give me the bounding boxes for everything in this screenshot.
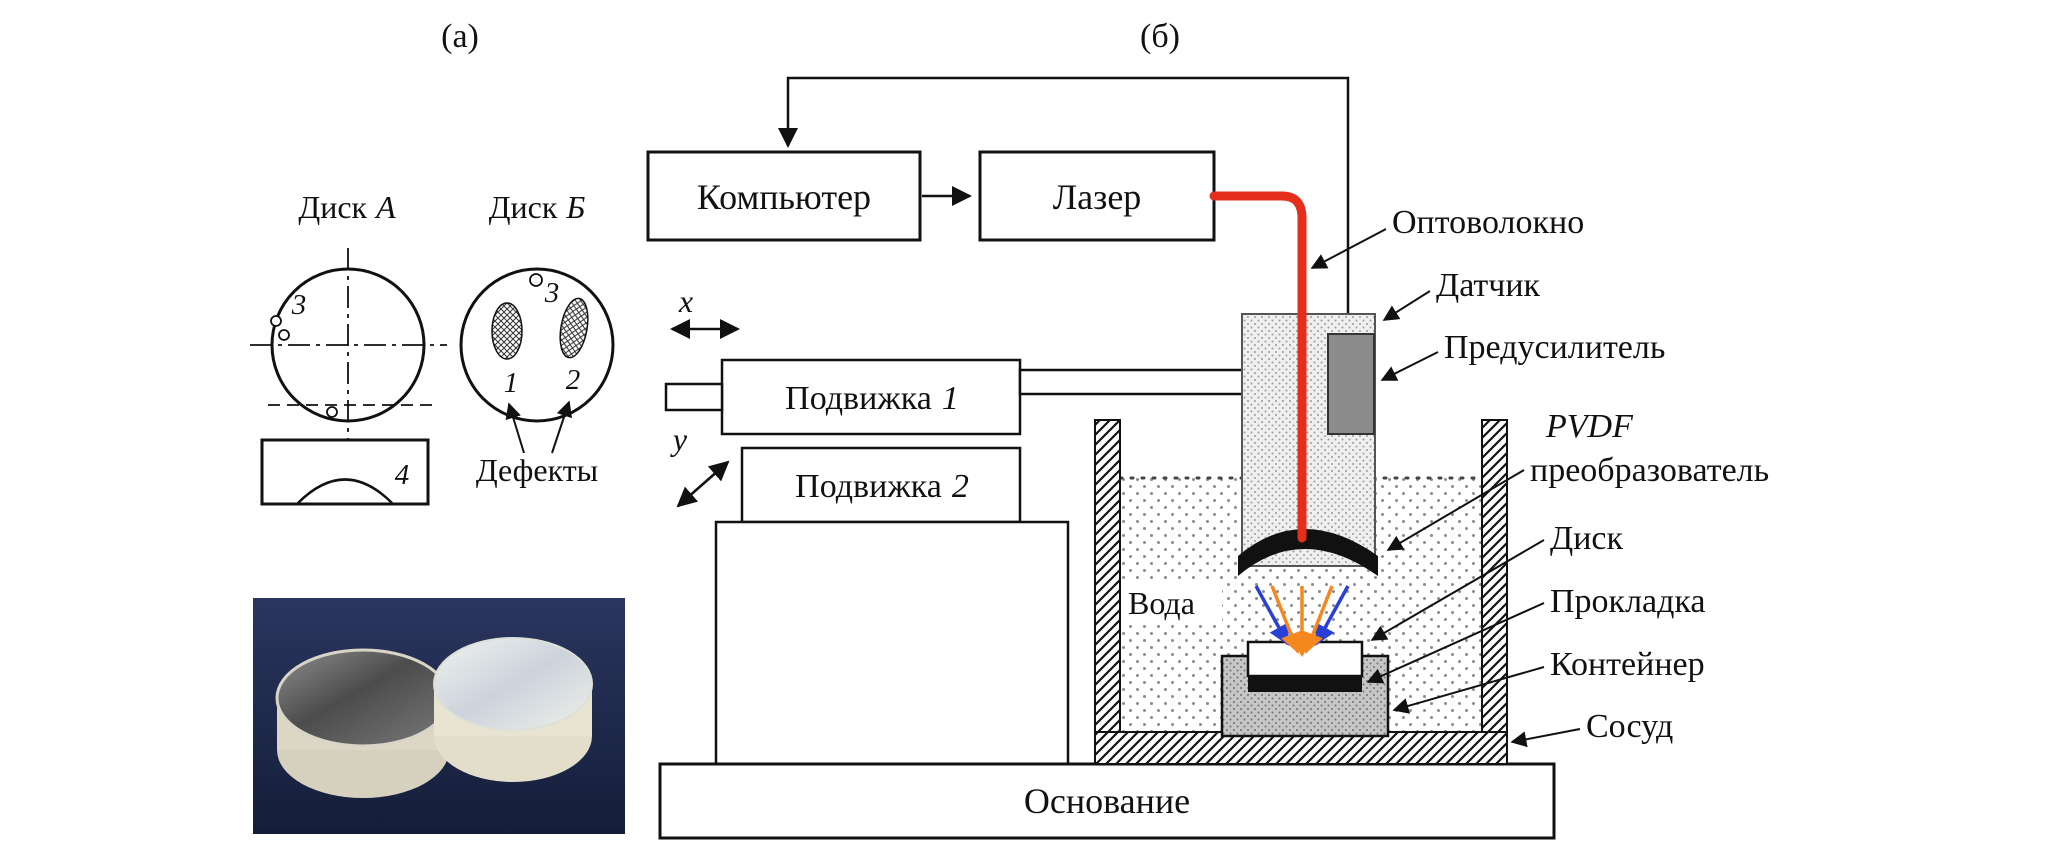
- stage2-label-word: Подвижка: [795, 468, 942, 505]
- disk-b-defect-1: [491, 302, 523, 360]
- axis-y-arrow: [676, 460, 730, 508]
- disk-b-defect-dot: [529, 273, 543, 287]
- tank-wall-right: [1481, 419, 1508, 733]
- callout-fiber-label: Оптоволокно: [1392, 204, 1584, 241]
- stage-column: [714, 520, 1070, 766]
- callout-gasket-arrow: [1366, 602, 1545, 684]
- callout-gasket-label: Прокладка: [1550, 583, 1706, 620]
- callout-sensor-label: Датчик: [1436, 267, 1541, 304]
- axis-y-label: y: [670, 421, 688, 457]
- axis-x-label: x: [678, 283, 693, 319]
- disk-a-side-view: [260, 438, 430, 506]
- disk-b-mark-3: 3: [544, 277, 560, 309]
- tank-bottom: [1094, 731, 1508, 765]
- callout-pvdf-label-line1: PVDF: [1545, 408, 1634, 445]
- disk-b-title-letter: Б: [565, 189, 585, 225]
- stage1-label: Подвижка 1: [785, 380, 959, 417]
- disk-b-mark-1: 1: [504, 367, 519, 399]
- callout-disk-label: Диск: [1550, 520, 1623, 557]
- defects-caption: Дефекты: [476, 452, 598, 488]
- disk-a-defect-dot-3: [326, 406, 338, 418]
- disk-b-title-word: Диск: [489, 189, 558, 225]
- photo-left-disk-top: [275, 648, 451, 748]
- callout-pvdf-arrow: [1386, 469, 1525, 551]
- stage1-beam: [1018, 368, 1246, 396]
- base-plate: [658, 762, 1556, 840]
- tank-wall-left: [1094, 419, 1121, 733]
- photo-right-disk-top: [433, 637, 593, 731]
- computer-label: Компьютер: [697, 177, 871, 217]
- disk-a-title-letter: А: [374, 189, 396, 225]
- pvdf-transducer-arc: [1238, 529, 1378, 576]
- panel-a-label: (а): [441, 18, 479, 55]
- laser-label: Лазер: [1053, 177, 1142, 217]
- disk-a-defect-dot-2: [278, 329, 290, 341]
- stage2-label: Подвижка 2: [795, 468, 969, 505]
- stage2-label-num: 2: [952, 468, 969, 505]
- water-label: Вода: [1128, 585, 1195, 621]
- disk-a-mark-4: 4: [395, 459, 410, 491]
- base-label: Основание: [1024, 781, 1190, 821]
- defects-arrow-1: [505, 402, 525, 454]
- stage2-box: [740, 446, 1022, 524]
- gasket-strip: [1248, 676, 1362, 692]
- callout-fiber-arrow: [1310, 228, 1387, 269]
- callout-vessel-arrow: [1510, 728, 1581, 748]
- disk-a-defect-dot-1: [270, 315, 282, 327]
- sample-disk: [1246, 640, 1364, 678]
- callout-preamp-label: Предусилитель: [1444, 329, 1665, 366]
- stage1-label-word: Подвижка: [785, 380, 932, 417]
- callout-sensor-arrow: [1382, 290, 1431, 321]
- disk-b-outline: [459, 267, 615, 423]
- stage1-label-num: 1: [942, 380, 959, 417]
- optical-fiber-line: [1209, 191, 1307, 543]
- water-label-backdrop: [1122, 582, 1222, 622]
- callout-vessel-label: Сосуд: [1586, 708, 1673, 745]
- stage1-box: [720, 358, 1022, 436]
- disk-a-mark-3: 3: [291, 289, 307, 321]
- callout-preamp-arrow: [1380, 351, 1439, 381]
- callout-disk-arrow: [1370, 539, 1545, 641]
- callout-pvdf-label-line2: преобразователь: [1530, 452, 1769, 489]
- defects-arrow-2: [551, 400, 573, 454]
- sensor-to-computer-line: [778, 76, 1350, 316]
- panel-b-label: (б): [1140, 18, 1180, 55]
- callout-container-label: Контейнер: [1550, 646, 1705, 683]
- disk-b-defect-2: [559, 297, 589, 359]
- disk-a-side-dome: [297, 478, 393, 504]
- disk-a-title-word: Диск: [298, 189, 367, 225]
- computer-box: [646, 150, 922, 242]
- disk-b-mark-2: 2: [566, 364, 581, 396]
- stage1-rod: [664, 382, 724, 412]
- callout-container-arrow: [1392, 666, 1545, 714]
- preamp-block: [1327, 333, 1375, 435]
